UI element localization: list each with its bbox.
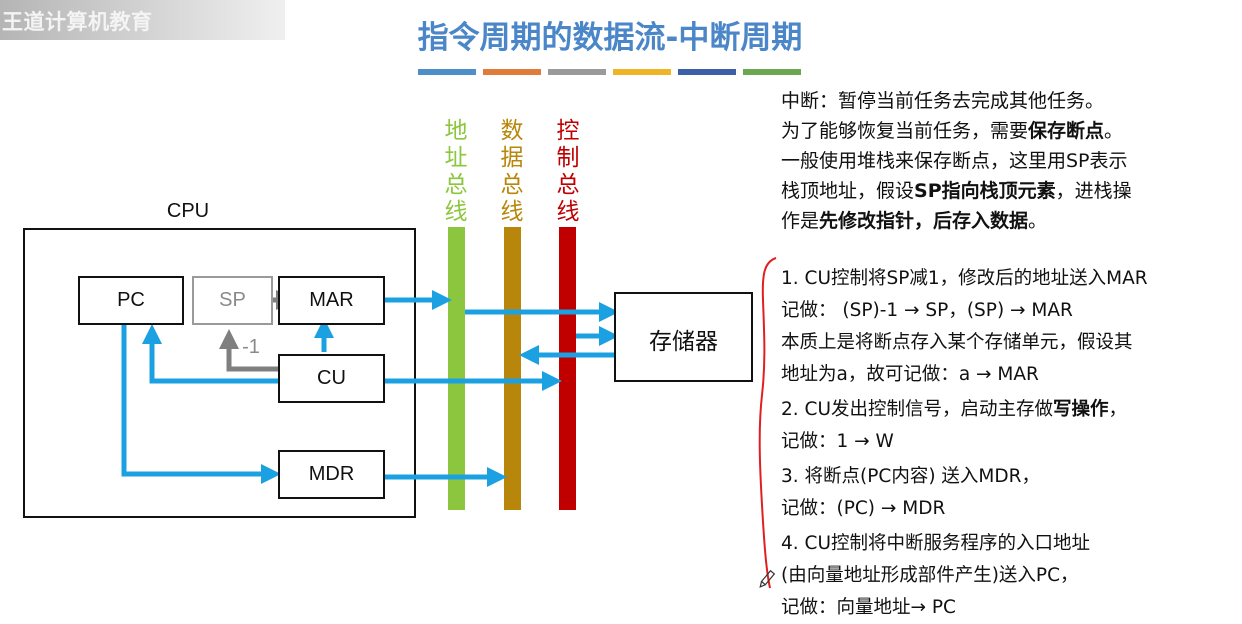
data-bus: [504, 227, 521, 510]
red-bracket: [758, 257, 777, 589]
minus-one-label: -1: [242, 336, 260, 358]
cu-box: [278, 354, 385, 403]
step-2-line-1: 2. CU发出控制信号，启动主存做写操作，: [781, 399, 1128, 420]
control-bus-label: 控制总线: [556, 118, 580, 225]
pc-box: [78, 276, 184, 325]
stripe-4: [613, 69, 671, 75]
step-4-line-2: (由向量地址形成部件产生)送入PC，: [781, 565, 1079, 586]
intro-line-4: 栈顶地址，假设SP指向栈顶元素，进栈操: [781, 180, 1132, 202]
step-1-line-4: 地址为a，故可记做：a → MAR: [781, 364, 1039, 385]
address-bus-label: 地址总线: [444, 118, 468, 225]
step-1-line-3: 本质上是将断点存入某个存储单元，假设其: [781, 332, 1133, 353]
step-4-line-3: 记做：向量地址→ PC: [781, 597, 956, 618]
stripe-2: [483, 69, 541, 75]
step-3-line-2: 记做：(PC) → MDR: [781, 498, 946, 519]
arrow-pc-to-mdr: [121, 325, 281, 484]
memory-label: 存储器: [649, 328, 718, 354]
stripe-6: [743, 69, 801, 75]
step-3-line-1: 3. 将断点(PC内容) 送入MDR，: [781, 466, 1040, 487]
mar-box: [278, 276, 385, 325]
arrow-cu-to-pc: [142, 324, 279, 384]
mdr-box: [278, 450, 385, 499]
stripe-3: [548, 69, 606, 75]
data-bus-label: 数据总线: [500, 118, 524, 225]
data-flow-diagram: [23, 227, 777, 589]
arrow-cu-to-sp: [219, 329, 279, 372]
control-bus: [559, 227, 576, 510]
address-bus: [448, 227, 465, 510]
cpu-frame: [23, 228, 416, 518]
slide-title: 指令周期的数据流-中断周期: [417, 20, 803, 56]
watermark-text: 王道计算机教育: [2, 10, 153, 34]
pen-icon: [759, 569, 776, 588]
steps-list: 1. CU控制将SP减1，修改后的地址送入MAR 记做： (SP)-1 → SP…: [781, 263, 1148, 624]
stripe-1: [418, 69, 476, 75]
watermark: 王道计算机教育: [0, 0, 285, 40]
sp-box: [192, 276, 273, 325]
intro-line-1: 中断：暂停当前任务去完成其他任务。: [781, 90, 1105, 112]
intro-line-2: 为了能够恢复当前任务，需要保存断点。: [781, 120, 1124, 142]
intro-line-5: 作是先修改指针，后存入数据。: [781, 210, 1048, 232]
mar-label: MAR: [309, 289, 354, 311]
pc-label: PC: [117, 289, 145, 311]
step-2-line-2: 记做：1 → W: [781, 431, 894, 452]
step-1-line-2: 记做： (SP)-1 → SP，(SP) → MAR: [781, 300, 1073, 321]
cu-label: CU: [317, 367, 346, 389]
memory-box: [614, 292, 753, 382]
stripe-5: [678, 69, 736, 75]
step-4-line-1: 4. CU控制将中断服务程序的入口地址: [781, 533, 1090, 554]
sp-label: SP: [219, 289, 246, 311]
step-1-line-1: 1. CU控制将SP减1，修改后的地址送入MAR: [781, 268, 1148, 289]
cpu-label: CPU: [166, 200, 210, 222]
intro-line-3: 一般使用堆栈来保存断点，这里用SP表示: [781, 150, 1128, 172]
intro-text: 中断：暂停当前任务去完成其他任务。 为了能够恢复当前任务，需要保存断点。 一般使…: [781, 86, 1132, 236]
mdr-label: MDR: [308, 463, 355, 485]
